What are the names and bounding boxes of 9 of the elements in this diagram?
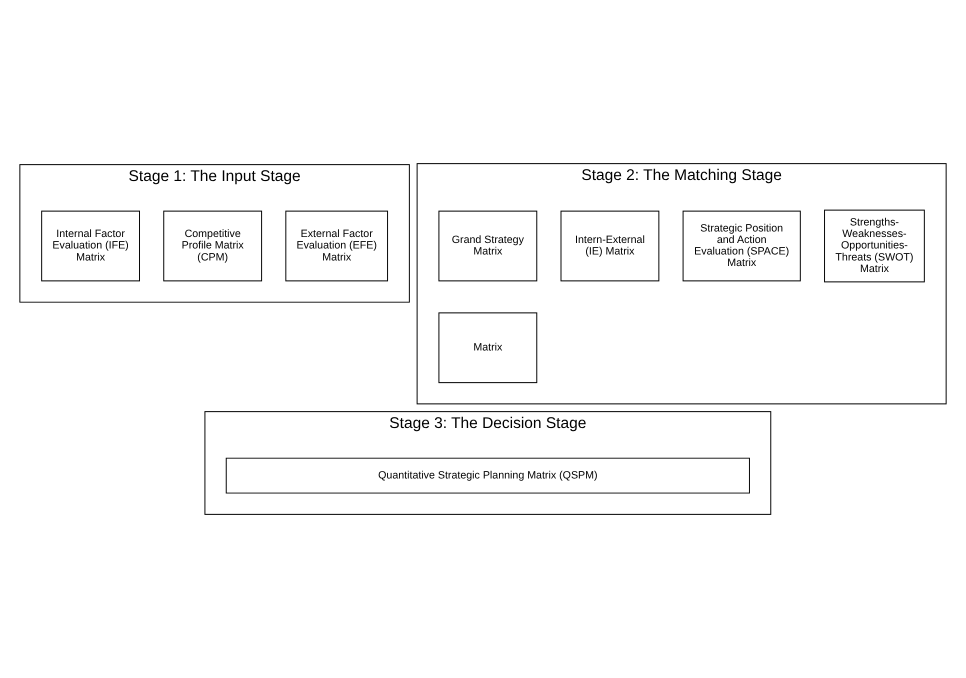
node-box: Competitive Profile Matrix (CPM) <box>163 210 262 282</box>
node-box: Strategic Position and Action Evaluation (SPACE) Matrix <box>682 210 801 282</box>
node-box: Grand Strategy Matrix <box>438 210 538 282</box>
node-box: Quantitative Strategic Planning Matrix (QSPM) <box>226 458 750 494</box>
node-box: Strengths-Weaknesses-Opportunities-Threats (SWOT) Matrix <box>824 210 925 282</box>
node-box: Internal Factor Evaluation (IFE) Matrix <box>41 210 140 282</box>
node-box: Matrix <box>438 312 538 384</box>
node-box: Intern-External (IE) Matrix <box>560 210 660 282</box>
node-box: External Factor Evaluation (EFE) Matrix <box>285 210 388 282</box>
